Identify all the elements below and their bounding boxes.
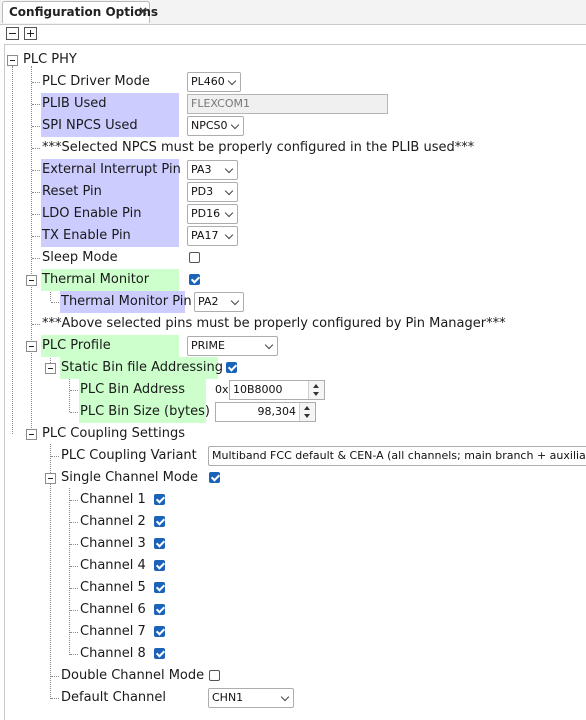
plc-profile-label[interactable]: PLC Profile: [41, 335, 179, 357]
chevron-down-icon: [230, 120, 240, 130]
spinner-arrows-icon[interactable]: [308, 381, 324, 399]
tree-expander-icon[interactable]: [26, 275, 37, 286]
chevron-down-icon: [224, 186, 234, 196]
pins-note: ***Above selected pins must be properly …: [42, 316, 506, 331]
plc-profile-select[interactable]: PRIME: [187, 336, 278, 356]
sleep-mode-label: Sleep Mode: [42, 250, 118, 265]
thermal-monitor-checkbox[interactable]: [189, 274, 200, 285]
channel-2-label: Channel 2: [80, 514, 146, 529]
plc-bin-size-field[interactable]: 98,304: [215, 402, 316, 422]
channel-7-label: Channel 7: [80, 624, 146, 639]
driver-mode-select[interactable]: PL460: [187, 72, 241, 92]
tree-panel: [4, 44, 586, 720]
expand-all-button[interactable]: [24, 27, 37, 40]
tree-expander-icon[interactable]: [45, 473, 56, 484]
double-channel-mode-checkbox[interactable]: [209, 670, 220, 681]
channel-5-label: Channel 5: [80, 580, 146, 595]
sleep-mode-checkbox[interactable]: [189, 252, 200, 263]
hex-prefix: 0x: [215, 383, 229, 396]
channel-8-label: Channel 8: [80, 646, 146, 661]
ldo-enable-pin-label: LDO Enable Pin: [41, 203, 179, 225]
chevron-down-icon: [264, 340, 274, 350]
ldo-enable-pin-select[interactable]: PD16: [187, 204, 238, 224]
default-channel-select[interactable]: CHN1: [208, 688, 294, 708]
channel-3-label: Channel 3: [80, 536, 146, 551]
driver-mode-label: PLC Driver Mode: [42, 74, 150, 89]
tree-guide: [31, 66, 32, 436]
reset-pin-label: Reset Pin: [41, 181, 179, 203]
ext-interrupt-pin-select[interactable]: PA3: [187, 160, 238, 180]
plc-bin-size-label: PLC Bin Size (bytes): [79, 401, 210, 423]
channel-6-checkbox[interactable]: [154, 604, 165, 615]
channel-1-label: Channel 1: [80, 492, 146, 507]
tree-node-plc-phy[interactable]: PLC PHY: [23, 52, 77, 67]
plc-coupling-settings-node[interactable]: PLC Coupling Settings: [42, 426, 185, 441]
tree-expander-icon[interactable]: [7, 55, 18, 66]
tab-title: Configuration Options: [9, 5, 159, 19]
collapse-all-icon: [9, 33, 16, 34]
tree-guide: [50, 444, 51, 699]
chevron-down-icon: [280, 692, 290, 702]
chevron-down-icon: [224, 230, 234, 240]
thermal-monitor-label[interactable]: Thermal Monitor: [41, 269, 179, 291]
channel-4-checkbox[interactable]: [154, 560, 165, 571]
channel-8-checkbox[interactable]: [154, 648, 165, 659]
coupling-variant-label: PLC Coupling Variant: [61, 448, 197, 463]
tx-enable-pin-label: TX Enable Pin: [41, 225, 179, 247]
channel-2-checkbox[interactable]: [154, 516, 165, 527]
collapse-all-button[interactable]: [6, 27, 19, 40]
plc-bin-address-field[interactable]: 10B8000: [229, 380, 325, 400]
plib-used-label: PLIB Used: [41, 93, 179, 115]
tree-guide: [69, 488, 70, 655]
chevron-down-icon: [227, 76, 237, 86]
plc-bin-address-label: PLC Bin Address: [79, 379, 206, 401]
thermal-monitor-pin-select[interactable]: PA2: [194, 292, 244, 312]
tree-guide: [50, 290, 51, 301]
chevron-down-icon: [224, 164, 234, 174]
plib-used-field: FLEXCOM1: [187, 94, 388, 114]
channel-3-checkbox[interactable]: [154, 538, 165, 549]
tree-guide: [50, 356, 51, 367]
tree-expander-icon[interactable]: [26, 341, 37, 352]
tree-expander-icon[interactable]: [45, 363, 56, 374]
coupling-variant-select[interactable]: Multiband FCC default & CEN-A (all chann…: [208, 446, 586, 466]
tree-expander-icon[interactable]: [26, 429, 37, 440]
reset-pin-select[interactable]: PD3: [187, 182, 238, 202]
tx-enable-pin-select[interactable]: PA17: [187, 226, 238, 246]
spi-npcs-select[interactable]: NPCS0: [187, 116, 244, 136]
single-channel-mode-checkbox[interactable]: [209, 472, 220, 483]
channel-7-checkbox[interactable]: [154, 626, 165, 637]
npcs-note: ***Selected NPCS must be properly config…: [42, 140, 475, 155]
ext-interrupt-pin-label: External Interrupt Pin: [41, 159, 181, 181]
chevron-down-icon: [230, 296, 240, 306]
close-icon[interactable]: ×: [138, 4, 149, 18]
channel-6-label: Channel 6: [80, 602, 146, 617]
channel-1-checkbox[interactable]: [154, 494, 165, 505]
chevron-down-icon: [224, 208, 234, 218]
static-bin-addressing-label[interactable]: Static Bin file Addressing: [60, 357, 223, 379]
spinner-arrows-icon[interactable]: [299, 403, 315, 421]
tree-guide: [69, 378, 70, 412]
default-channel-label: Default Channel: [61, 690, 167, 705]
tree-guide: [12, 66, 13, 434]
channel-5-checkbox[interactable]: [154, 582, 165, 593]
single-channel-mode-label[interactable]: Single Channel Mode: [61, 470, 199, 485]
thermal-monitor-pin-label: Thermal Monitor Pin: [60, 291, 192, 313]
spi-npcs-label: SPI NPCS Used: [41, 115, 179, 137]
static-bin-addressing-checkbox[interactable]: [226, 362, 237, 373]
editor-tab-bar: Configuration Options ×: [0, 0, 586, 25]
double-channel-mode-label: Double Channel Mode: [61, 668, 205, 683]
tab-configuration-options[interactable]: Configuration Options ×: [2, 1, 158, 23]
channel-4-label: Channel 4: [80, 558, 146, 573]
